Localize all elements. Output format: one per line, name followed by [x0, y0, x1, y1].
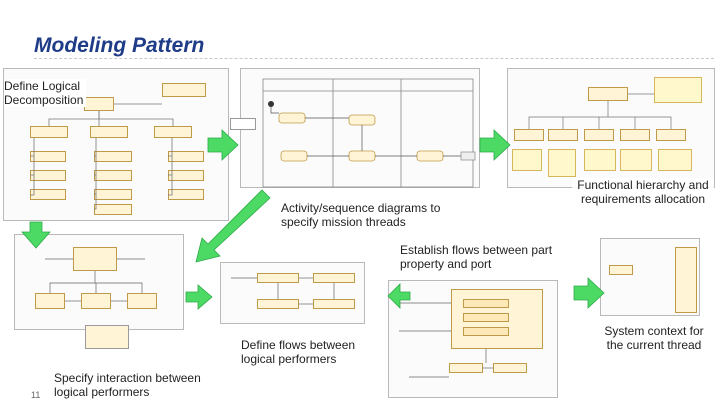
- block-system-control: [162, 83, 206, 97]
- context-block: [675, 247, 697, 313]
- part-port-flows-panel[interactable]: [388, 280, 558, 398]
- block-function-4: [620, 129, 650, 141]
- block-component-d: [94, 151, 132, 162]
- part-component-1: [463, 299, 509, 308]
- label-logical-decomposition: Define Logical Decomposition: [4, 79, 86, 107]
- part-lower-right: [493, 363, 527, 373]
- system-context-panel[interactable]: [600, 238, 700, 316]
- performer-block-3: [257, 299, 299, 309]
- arrow-into-performers: [185, 284, 213, 310]
- block-component-left: [35, 293, 65, 309]
- block-component-g: [94, 204, 132, 215]
- block-function-5: [656, 129, 686, 141]
- composition-lines: [30, 103, 174, 210]
- part-component-3: [463, 327, 509, 336]
- label-functional-hierarchy: Functional hierarchy and requirements al…: [572, 178, 714, 206]
- activity-popup: [230, 118, 256, 130]
- block-component-e: [94, 170, 132, 181]
- performer-flows-panel[interactable]: [220, 262, 365, 324]
- arrow-to-ibd: [21, 221, 51, 249]
- part-port-lines: [399, 302, 493, 378]
- block-subsystem-1: [30, 126, 68, 138]
- part-lower-left: [449, 363, 483, 373]
- label-activity-sequence: Activity/sequence diagrams to specify mi…: [281, 201, 449, 229]
- functional-hierarchy-panel[interactable]: [507, 68, 715, 188]
- label-flows-part-port: Establish flows between part property an…: [400, 243, 560, 271]
- block-component-b: [30, 170, 66, 181]
- ibd-connectors: [45, 258, 145, 302]
- performer-flow-lines: [231, 277, 335, 305]
- block-component-right: [127, 293, 157, 309]
- block-component-a: [30, 151, 66, 162]
- block-component-f: [94, 189, 132, 200]
- title-divider: [34, 58, 714, 59]
- performer-block-1: [257, 273, 299, 283]
- block-function-1: [514, 129, 544, 141]
- constraint-block: [85, 325, 129, 349]
- requirement-note-4: [620, 149, 652, 171]
- block-component-c: [30, 189, 66, 200]
- function-hierarchy-lines: [528, 93, 672, 129]
- slide-title: Modeling Pattern: [34, 34, 205, 57]
- block-component-j: [168, 189, 204, 200]
- block-function-2: [548, 129, 578, 141]
- block-subsystem: [73, 247, 117, 271]
- label-flows-performers: Define flows between logical performers: [241, 338, 369, 366]
- part-component-2: [463, 313, 509, 322]
- arrow-to-functional: [479, 129, 511, 161]
- requirement-note-top: [654, 77, 702, 103]
- activity-swimlanes: [262, 78, 476, 188]
- arrow-from-parts: [387, 283, 411, 309]
- requirement-note-3: [584, 149, 616, 171]
- block-component-mid: [81, 293, 111, 309]
- arrow-to-activity: [207, 129, 239, 161]
- requirement-note-5: [658, 149, 692, 171]
- label-interaction: Specify interaction between logical perf…: [54, 371, 201, 399]
- block-subsystem-2: [90, 126, 128, 138]
- internal-block-diagram-panel[interactable]: [14, 234, 184, 349]
- context-element: [609, 265, 633, 275]
- page-number: 11: [31, 390, 41, 400]
- arrow-to-context: [573, 277, 605, 309]
- performer-block-2: [313, 273, 355, 283]
- requirement-note-2: [548, 149, 576, 177]
- block-function-3: [584, 129, 614, 141]
- activity-diagram-panel[interactable]: [240, 68, 480, 188]
- block-component-i: [168, 170, 204, 181]
- performer-block-4: [313, 299, 355, 309]
- label-system-context: System context for the current thread: [604, 324, 704, 352]
- arrow-to-performer-flows: [195, 189, 271, 263]
- block-top-function: [588, 87, 628, 101]
- requirement-note-1: [512, 149, 542, 171]
- block-component-h: [168, 151, 204, 162]
- block-subsystem-3: [154, 126, 192, 138]
